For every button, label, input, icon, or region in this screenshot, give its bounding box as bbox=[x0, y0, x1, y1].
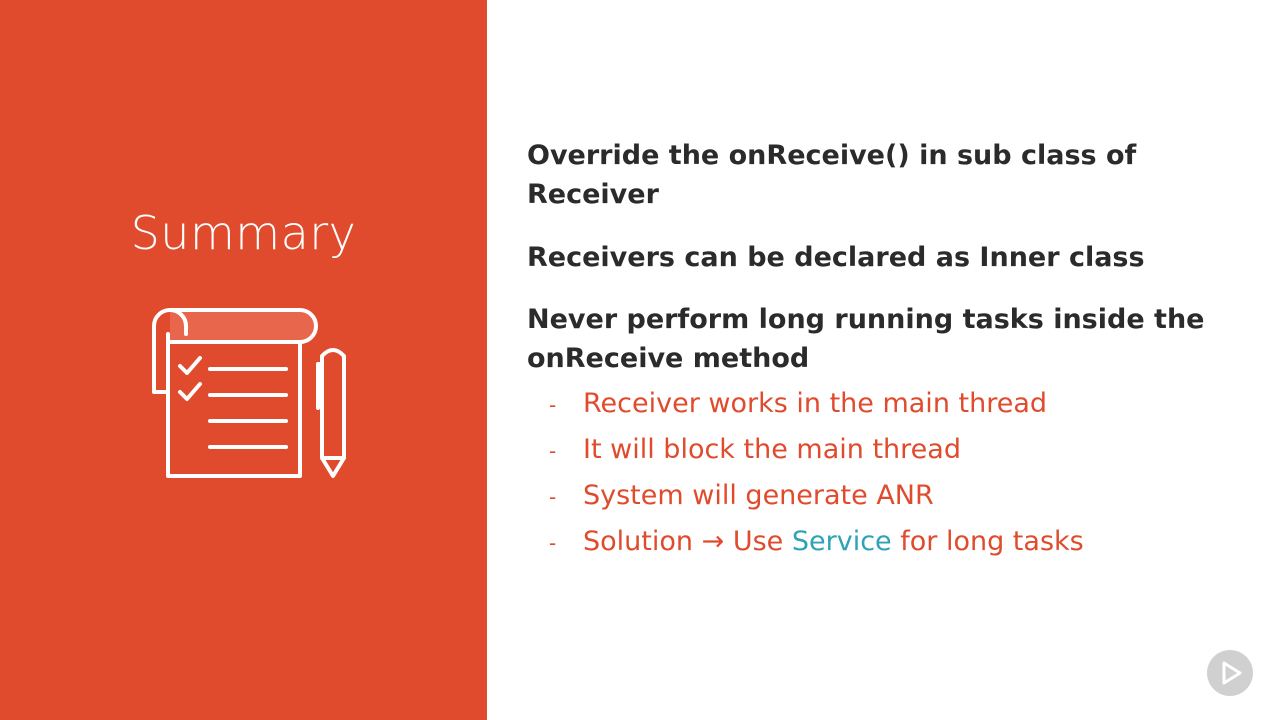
solution-label: Solution bbox=[583, 526, 693, 557]
sub-point-list: - Receiver works in the main thread - It… bbox=[549, 385, 1249, 569]
sub-point-solution: Solution → Use Service for long tasks bbox=[583, 523, 1084, 561]
summary-point-1: Override the onReceive() in sub class of… bbox=[527, 140, 1137, 210]
play-logo-icon[interactable] bbox=[1207, 650, 1253, 696]
left-panel: Summary bbox=[0, 0, 487, 720]
bullet-dash: - bbox=[549, 531, 557, 555]
summary-point-2: Receivers can be declared as Inner class bbox=[527, 242, 1145, 273]
use-label: Use bbox=[732, 526, 784, 557]
checklist-with-pen-icon bbox=[152, 308, 346, 478]
sub-point-text: It will block the main thread bbox=[583, 434, 961, 465]
solution-suffix: for long tasks bbox=[900, 526, 1084, 557]
service-highlight: Service bbox=[791, 526, 892, 557]
bullet-dash: - bbox=[549, 393, 557, 417]
bullet-dash: - bbox=[549, 439, 557, 463]
summary-point-3: Never perform long running tasks inside … bbox=[527, 304, 1205, 374]
sub-point-2: - It will block the main thread bbox=[549, 431, 1249, 477]
play-triangle-icon bbox=[1222, 661, 1242, 685]
bullet-dash: - bbox=[549, 485, 557, 509]
arrow-right-icon: → bbox=[701, 526, 725, 557]
slide-title: Summary bbox=[130, 206, 357, 260]
sub-point-3: - System will generate ANR bbox=[549, 477, 1249, 523]
sub-point-text: Receiver works in the main thread bbox=[583, 388, 1048, 419]
sub-point-text: System will generate ANR bbox=[583, 480, 934, 511]
sub-point-4: - Solution → Use Service for long tasks bbox=[549, 523, 1249, 569]
sub-point-1: - Receiver works in the main thread bbox=[549, 385, 1249, 431]
